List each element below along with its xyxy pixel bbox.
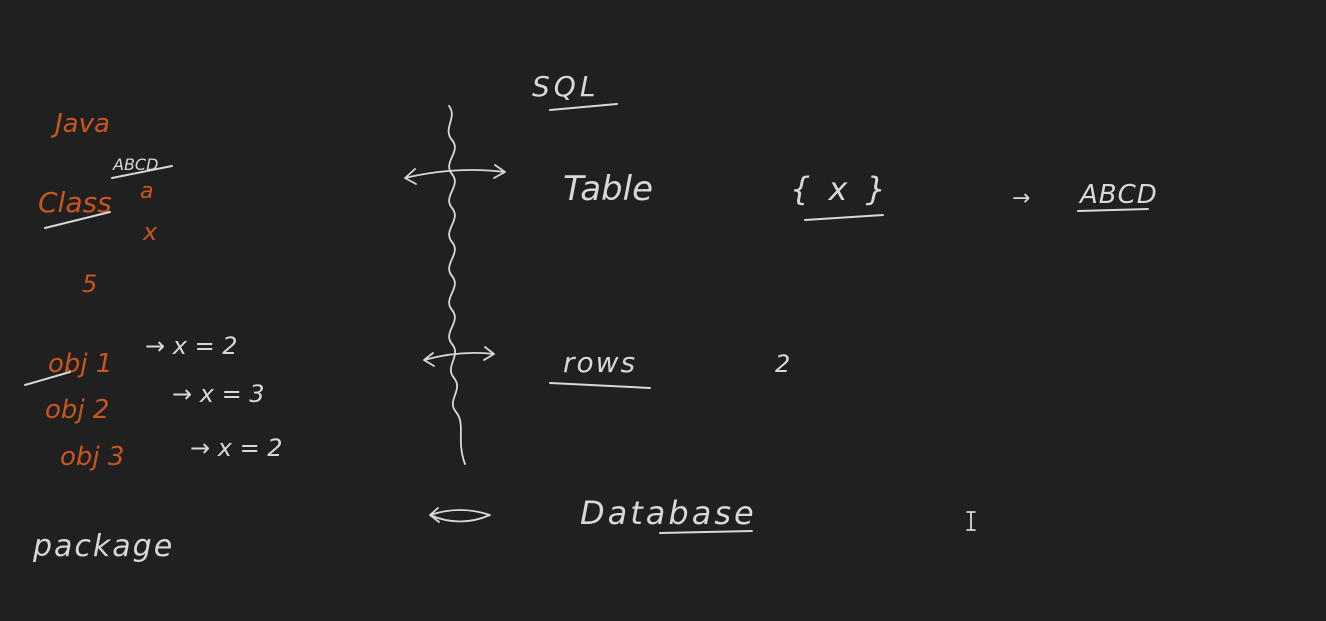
object-3-name: obj 3 [60,442,124,472]
arrow-right-label: → [1012,186,1030,211]
sql-underline [549,103,618,111]
sql-label: SQL [532,70,599,103]
rows-double-arrow [423,346,495,367]
database-underline [659,530,753,534]
object-1-value: → x = 2 [145,332,238,360]
java-label: Java [50,109,110,139]
set-x-label: { x } [790,170,890,208]
class-name-underline [111,165,173,179]
class-keyword: Class [38,186,112,219]
database-label: Database [580,494,757,532]
count-label: 5 [82,270,97,298]
object-1-underline [24,371,71,386]
package-label: package [32,529,174,564]
squiggle-divider [447,105,466,465]
text-cursor-icon [966,511,976,531]
object-2-value: → x = 3 [172,380,265,408]
object-2-name: obj 2 [45,395,109,425]
table-label: Table [563,169,653,209]
class-underline [44,211,111,229]
rows-label: rows [563,346,637,379]
class-name-label: ABCD [112,155,158,174]
rows-count-label: 2 [775,350,790,378]
set-x-underline [804,214,884,221]
table-double-arrow [404,164,506,185]
database-double-arrow [429,507,491,523]
class-ref-label: ABCD [1078,180,1158,210]
rows-underline [549,382,651,389]
field-x-label: x [142,218,158,246]
object-3-value: → x = 2 [190,434,283,462]
field-a-label: a [140,179,153,204]
class-ref-underline [1077,208,1149,212]
object-1-name: obj 1 [48,349,112,379]
